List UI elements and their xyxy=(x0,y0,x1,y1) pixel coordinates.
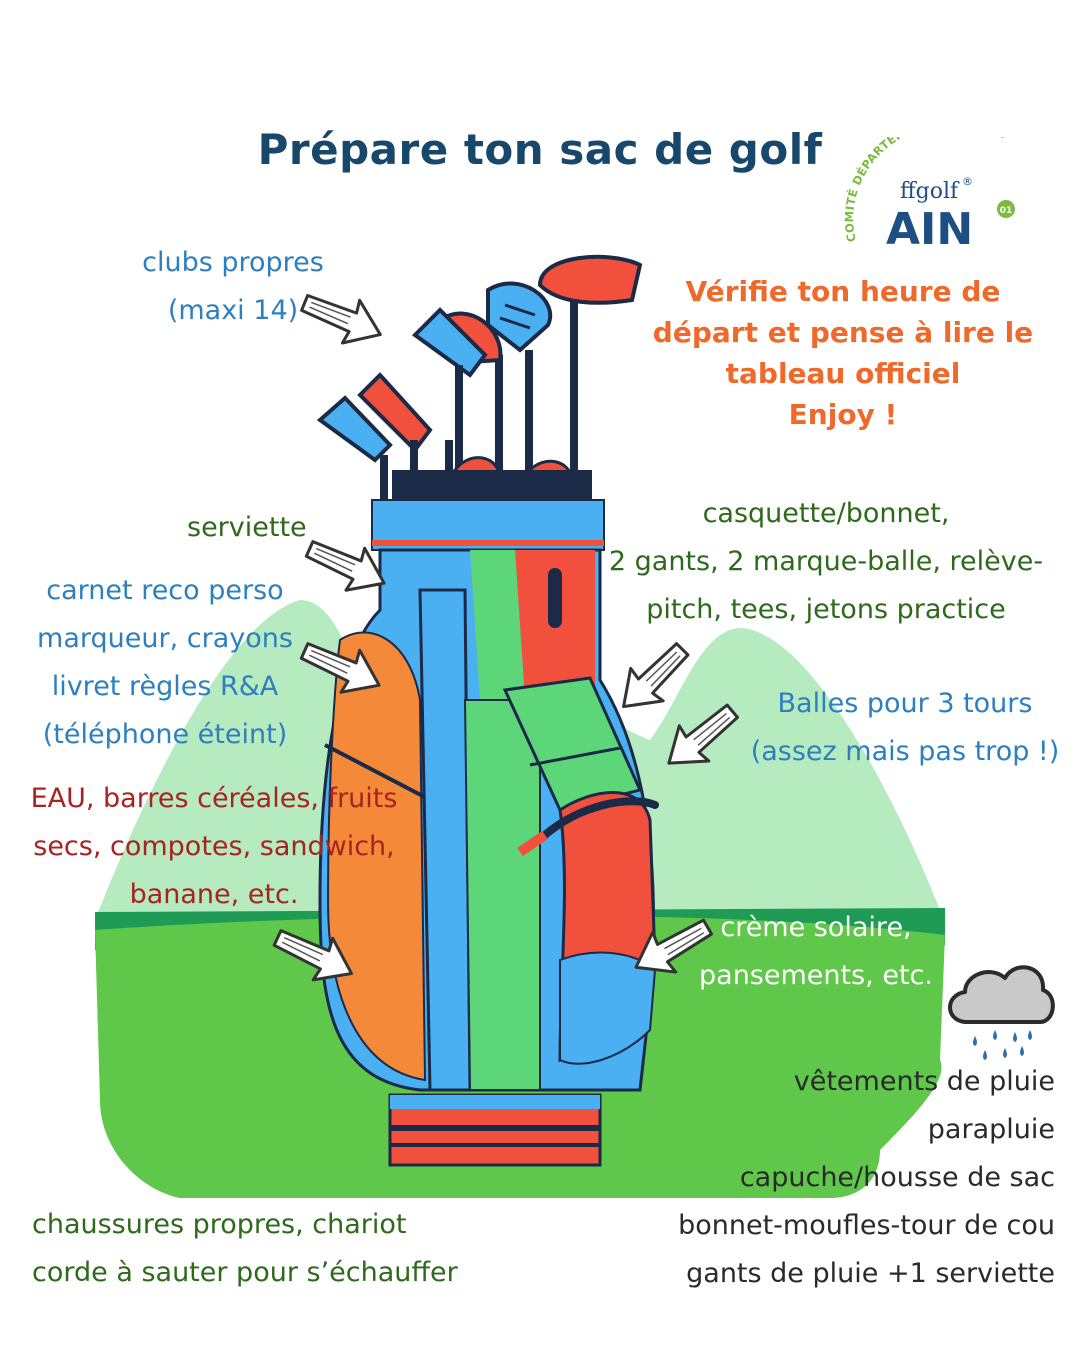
accessories-line: pitch, tees, jetons practice xyxy=(646,594,1006,625)
rain-line: capuche/housse de sac xyxy=(739,1162,1055,1193)
food-line: EAU, barres céréales, fruits xyxy=(30,783,398,814)
reminder-line: tableau officiel xyxy=(725,357,961,390)
hill-left xyxy=(95,600,380,930)
golf-bag-illustration xyxy=(318,499,659,1167)
hill-right xyxy=(560,628,940,910)
scorecard-line: (téléphone éteint) xyxy=(42,719,288,750)
towel-label: serviette xyxy=(187,512,307,543)
reminder-line: départ et pense à lire le xyxy=(652,316,1034,349)
scorecard-label: carnet reco perso marqueur, crayons livr… xyxy=(20,567,310,759)
logo-registered: ® xyxy=(962,175,973,188)
rain-line: parapluie xyxy=(927,1114,1055,1145)
rain-line: bonnet-moufles-tour de cou xyxy=(678,1210,1055,1241)
sunscreen-line: pansements, etc. xyxy=(699,960,933,991)
reminder-line: Enjoy ! xyxy=(788,398,898,431)
scorecard-line: carnet reco perso xyxy=(46,575,284,606)
reminder-line: Vérifie ton heure de xyxy=(685,275,1001,308)
accessories-label: casquette/bonnet, 2 gants, 2 marque-ball… xyxy=(596,490,1056,634)
shoes-line: chaussures propres, chariot xyxy=(32,1209,407,1240)
shoes-label: chaussures propres, chariot corde à saut… xyxy=(32,1201,458,1297)
balls-label: Balles pour 3 tours (assez mais pas trop… xyxy=(740,680,1070,776)
sunscreen-line: crème solaire, xyxy=(720,912,912,943)
rain-gear-label: vêtements de pluie parapluie capuche/hou… xyxy=(600,1058,1055,1298)
scorecard-line: livret règles R&A xyxy=(51,671,279,702)
accessories-line: 2 gants, 2 marque-balle, relève- xyxy=(608,546,1044,577)
rain-line: vêtements de pluie xyxy=(793,1066,1055,1097)
food-label: EAU, barres céréales, fruits secs, compo… xyxy=(14,775,414,919)
logo-brand: ffgolf xyxy=(900,179,960,204)
page-title: Prépare ton sac de golf xyxy=(257,125,823,174)
clubs-line: clubs propres xyxy=(142,247,324,278)
clubs-label: clubs propres (maxi 14) xyxy=(128,239,338,335)
logo-badge: 01 xyxy=(1000,206,1013,216)
rain-cloud-icon xyxy=(948,965,1055,1060)
balls-line: (assez mais pas trop !) xyxy=(750,736,1060,767)
accessories-line: casquette/bonnet, xyxy=(702,498,950,529)
food-line: secs, compotes, sandwich, xyxy=(33,831,395,862)
scorecard-line: marqueur, crayons xyxy=(37,623,293,654)
rain-line: gants de pluie +1 serviette xyxy=(686,1258,1055,1289)
logo-name: AIN xyxy=(886,204,973,255)
reminder-text: Vérifie ton heure de départ et pense à l… xyxy=(628,271,1058,435)
food-line: banane, etc. xyxy=(129,879,299,910)
sunscreen-label: crème solaire, pansements, etc. xyxy=(696,904,936,1000)
golf-clubs xyxy=(316,254,643,507)
balls-line: Balles pour 3 tours xyxy=(777,688,1033,719)
clubs-line: (maxi 14) xyxy=(167,295,299,326)
ffgolf-ain-logo: COMITÉ DÉPARTEMENTAL DE GOLF ffgolf ® AI… xyxy=(842,137,1015,255)
shoes-line: corde à sauter pour s’échauffer xyxy=(32,1257,458,1288)
